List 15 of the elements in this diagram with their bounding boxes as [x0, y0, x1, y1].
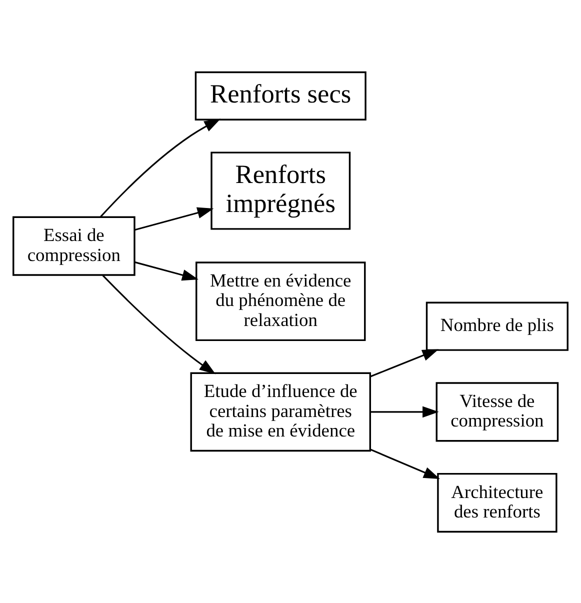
- arrow: [370, 448, 440, 479]
- node-box: Architecture des renforts: [437, 472, 558, 532]
- node-box: Etude d’influence de certains paramètres de mise en évidence: [190, 372, 371, 452]
- node-box: Nombre de plis: [426, 301, 568, 350]
- arrow: [100, 118, 221, 217]
- arrow: [370, 406, 439, 418]
- node-box: Mettre en évidence du phénomène de relaxation: [196, 261, 366, 341]
- arrow: [102, 274, 216, 374]
- arrow: [134, 206, 214, 230]
- node-box: Essai de compression: [12, 216, 136, 276]
- arrow: [134, 260, 198, 280]
- node-box: Vitesse de compression: [436, 382, 559, 442]
- node-box: Renforts imprégnés: [210, 151, 351, 230]
- arrow: [370, 348, 439, 377]
- node-box: Renforts secs: [194, 70, 366, 120]
